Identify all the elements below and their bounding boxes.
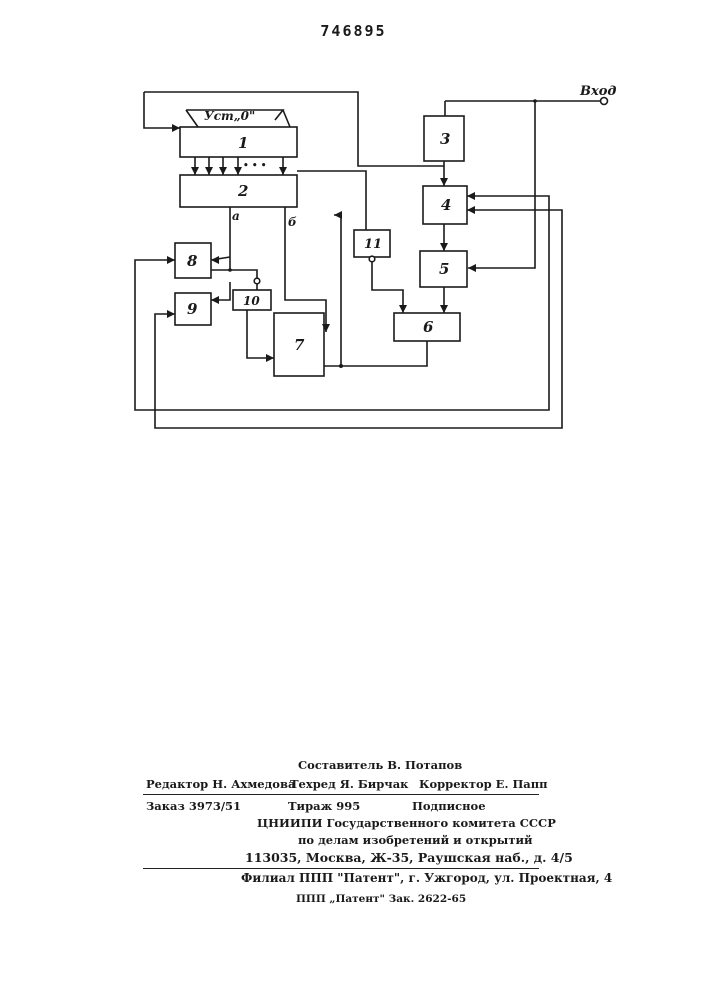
institute-line-1: ЦНИИПИ Государственного комитета СССР xyxy=(257,816,556,830)
corrector-line: Корректор Е. Папп xyxy=(419,777,548,791)
order-line: Заказ 3973/51 xyxy=(146,799,241,813)
techred-line: Техред Я. Бирчак xyxy=(290,777,408,791)
circulation-line: Тираж 995 xyxy=(288,799,360,813)
separator-rule xyxy=(143,794,539,795)
editor-line: Редактор Н. Ахмедова xyxy=(146,777,295,791)
branch-line: Филиал ППП "Патент", г. Ужгород, ул. Про… xyxy=(241,871,612,885)
institute-line-2: по делам изобретений и открытий xyxy=(298,833,533,847)
address-line: 113035, Москва, Ж-35, Раушская наб., д. … xyxy=(245,850,573,865)
separator-rule-2 xyxy=(143,868,539,869)
compiler-line: Составитель В. Потапов xyxy=(298,758,462,772)
footer-stamp: ППП „Патент" Зак. 2622-65 xyxy=(296,893,466,905)
subscription-line: Подписное xyxy=(412,799,486,813)
